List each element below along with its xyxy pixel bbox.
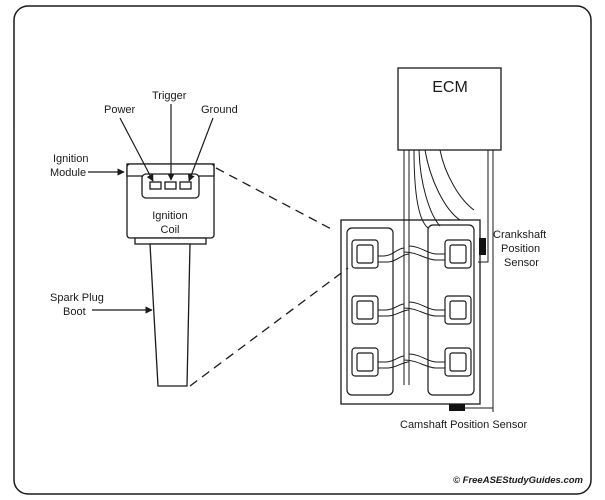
coil-neck — [134, 237, 207, 245]
crankshaft-position-sensor — [479, 238, 486, 255]
coil-assembly — [126, 163, 215, 387]
ground-terminal — [179, 181, 192, 190]
copyright-label: © FreeASEStudyGuides.com — [453, 475, 584, 486]
ignition-coil-label: Ignition — [152, 210, 187, 222]
camshaft-position-sensor — [449, 404, 465, 411]
power-terminal — [149, 181, 162, 190]
power-label: Power — [104, 104, 136, 116]
trigger-terminal — [164, 181, 177, 190]
spark-plug-boot — [149, 243, 191, 387]
ignition-module-label: Ignition — [53, 153, 88, 165]
ecm-box — [397, 67, 502, 151]
right-coil-bank — [427, 224, 475, 396]
right-coils — [444, 239, 472, 377]
ignition-module-label-2: Module — [50, 167, 86, 179]
spark-plug-boot-label-2: Boot — [63, 306, 86, 318]
trigger-label: Trigger — [152, 90, 187, 102]
crankshaft-label: Crankshaft — [493, 229, 546, 241]
coil-wires — [378, 245, 445, 369]
projection-line-bottom — [189, 267, 349, 387]
power-arrow — [119, 117, 154, 182]
left-coil-bank — [346, 227, 394, 396]
coil-pack-outline — [340, 219, 481, 405]
ecm-label: ECM — [432, 79, 468, 96]
outer-border — [13, 5, 592, 495]
ground-label: Ground — [201, 104, 238, 116]
spark-plug-boot-label: Spark Plug — [50, 292, 104, 304]
camshaft-label: Camshaft Position Sensor — [400, 419, 528, 431]
ground-arrow — [187, 117, 214, 182]
left-coils — [351, 239, 379, 377]
ignition-coil-label-2: Coil — [161, 224, 180, 236]
projection-line-top — [215, 167, 336, 232]
crankshaft-label-2: Position — [501, 243, 540, 255]
crankshaft-label-3: Sensor — [504, 257, 539, 269]
wiring-harness — [403, 149, 494, 412]
